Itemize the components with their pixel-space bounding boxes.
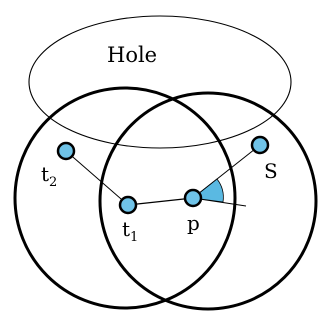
edge-t2-t1 <box>65 150 129 206</box>
t1-label-base: t <box>122 217 130 241</box>
coverage-circle-right <box>98 91 318 311</box>
t2-label: t2 <box>41 162 57 190</box>
node-t2 <box>56 141 76 161</box>
p-label: p <box>187 211 200 235</box>
hole-label: Hole <box>107 43 157 67</box>
t1-label: t1 <box>122 217 138 245</box>
t2-label-base: t <box>41 162 49 186</box>
t1-label-sub: 1 <box>130 230 138 245</box>
hole-boundary <box>28 15 292 149</box>
t2-label-sub: 2 <box>49 175 57 190</box>
node-t1 <box>118 195 138 215</box>
node-s <box>250 135 270 155</box>
s-label: S <box>264 159 278 183</box>
node-p <box>183 188 203 208</box>
coverage-circle-left <box>13 86 237 310</box>
edge-t1-p <box>127 197 194 206</box>
